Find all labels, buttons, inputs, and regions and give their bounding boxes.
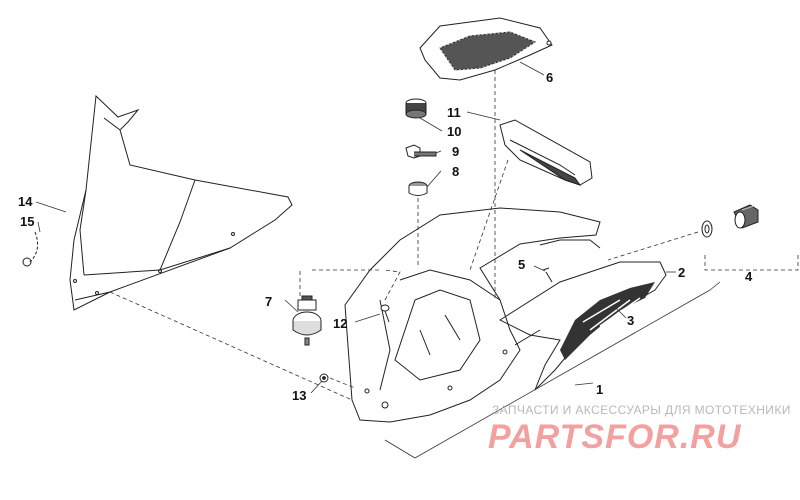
callout-10: 10 <box>447 124 461 139</box>
gasket-part <box>408 181 428 196</box>
callout-5: 5 <box>518 257 525 272</box>
callout-2: 2 <box>678 265 685 280</box>
screw-5-part <box>542 267 553 283</box>
guide-lines <box>109 70 799 401</box>
callout-8: 8 <box>452 164 459 179</box>
screw-12-part <box>380 304 390 323</box>
callout-3: 3 <box>627 313 634 328</box>
watermark-tagline: ЗАПЧАСТИ И АКСЕССУАРЫ ДЛЯ МОТОТЕХНИКИ <box>492 403 791 417</box>
callout-15: 15 <box>20 214 34 229</box>
key-part <box>405 144 437 159</box>
callout-6: 6 <box>546 70 553 85</box>
watermark-logo: PARTSFOR.RU <box>488 418 742 456</box>
hood-part <box>344 207 601 423</box>
callout-13: 13 <box>292 388 306 403</box>
gauge-housing-part <box>499 119 593 186</box>
callout-7: 7 <box>265 294 272 309</box>
connector-part <box>701 204 759 238</box>
callout-9: 9 <box>452 144 459 159</box>
nut-10-part <box>405 98 427 119</box>
leader-lines <box>35 61 721 459</box>
callout-4: 4 <box>745 269 753 284</box>
socket-7-part <box>292 295 322 346</box>
callout-11: 11 <box>447 105 461 120</box>
callout-12: 12 <box>333 316 347 331</box>
windshield-part <box>69 94 293 311</box>
grille-part <box>419 17 553 81</box>
callout-1: 1 <box>596 382 603 397</box>
callout-14: 14 <box>18 194 33 209</box>
nut-15-part <box>22 231 39 267</box>
nut-13-part <box>319 373 329 383</box>
